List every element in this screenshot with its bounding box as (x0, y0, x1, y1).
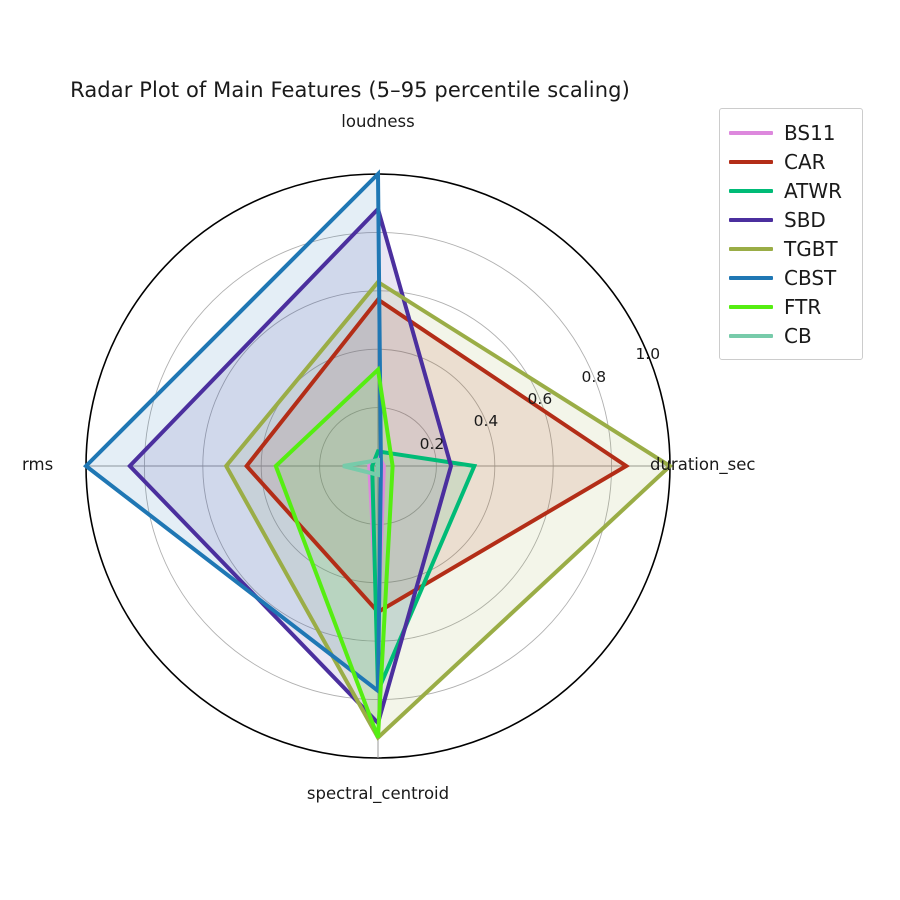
radar-area-ATWR (372, 451, 475, 691)
legend-swatch-SBD (729, 217, 773, 222)
chart-title: Radar Plot of Main Features (5–95 percen… (70, 78, 630, 102)
legend-swatch-CB (729, 333, 773, 338)
radial-tick-label: 0.6 (527, 389, 553, 408)
legend-item-CAR[interactable]: CAR (729, 147, 853, 176)
axis-label-spectral-centroid: spectral_centroid (306, 784, 450, 803)
legend-item-BS11[interactable]: BS11 (729, 118, 853, 147)
legend-label: CB (784, 323, 812, 348)
legend-item-CB[interactable]: CB (729, 321, 853, 350)
radial-tick-label: 0.4 (473, 412, 499, 431)
legend-swatch-CBST (729, 275, 773, 280)
legend-item-TGBT[interactable]: TGBT (729, 234, 853, 263)
axis-label-rms: rms (22, 455, 54, 474)
legend-label: CAR (784, 149, 826, 174)
legend-swatch-ATWR (729, 188, 773, 193)
legend-item-FTR[interactable]: FTR (729, 292, 853, 321)
radial-tick-label: 1.0 (635, 345, 661, 364)
axis-label-duration-sec: duration_sec (650, 455, 756, 474)
legend-swatch-FTR (729, 304, 773, 309)
legend-label: SBD (784, 207, 826, 232)
radar-line-FTR (273, 365, 395, 739)
radial-tick-label: 0.8 (581, 367, 607, 386)
radar-line-CB (342, 457, 380, 478)
radar-line-CBST (82, 169, 383, 695)
legend-label: TGBT (784, 236, 838, 261)
legend-item-CBST[interactable]: CBST (729, 263, 853, 292)
radar-area-SBD (129, 209, 452, 723)
legend-swatch-TGBT (729, 246, 773, 251)
legend-label: BS11 (784, 120, 836, 145)
axis-label-loudness: loudness (341, 112, 415, 131)
legend-label: CBST (784, 265, 837, 290)
radar-area-CBST (86, 174, 381, 691)
legend-item-SBD[interactable]: SBD (729, 205, 853, 234)
legend-item-ATWR[interactable]: ATWR (729, 176, 853, 205)
radar-series-layer (82, 169, 674, 741)
legend-swatch-CAR (729, 159, 773, 164)
legend-swatch-BS11 (729, 130, 773, 135)
legend-label: ATWR (784, 178, 843, 203)
radial-tick-label: 0.2 (419, 434, 445, 453)
legend-label: FTR (784, 294, 822, 319)
radar-area-CAR (246, 299, 627, 612)
